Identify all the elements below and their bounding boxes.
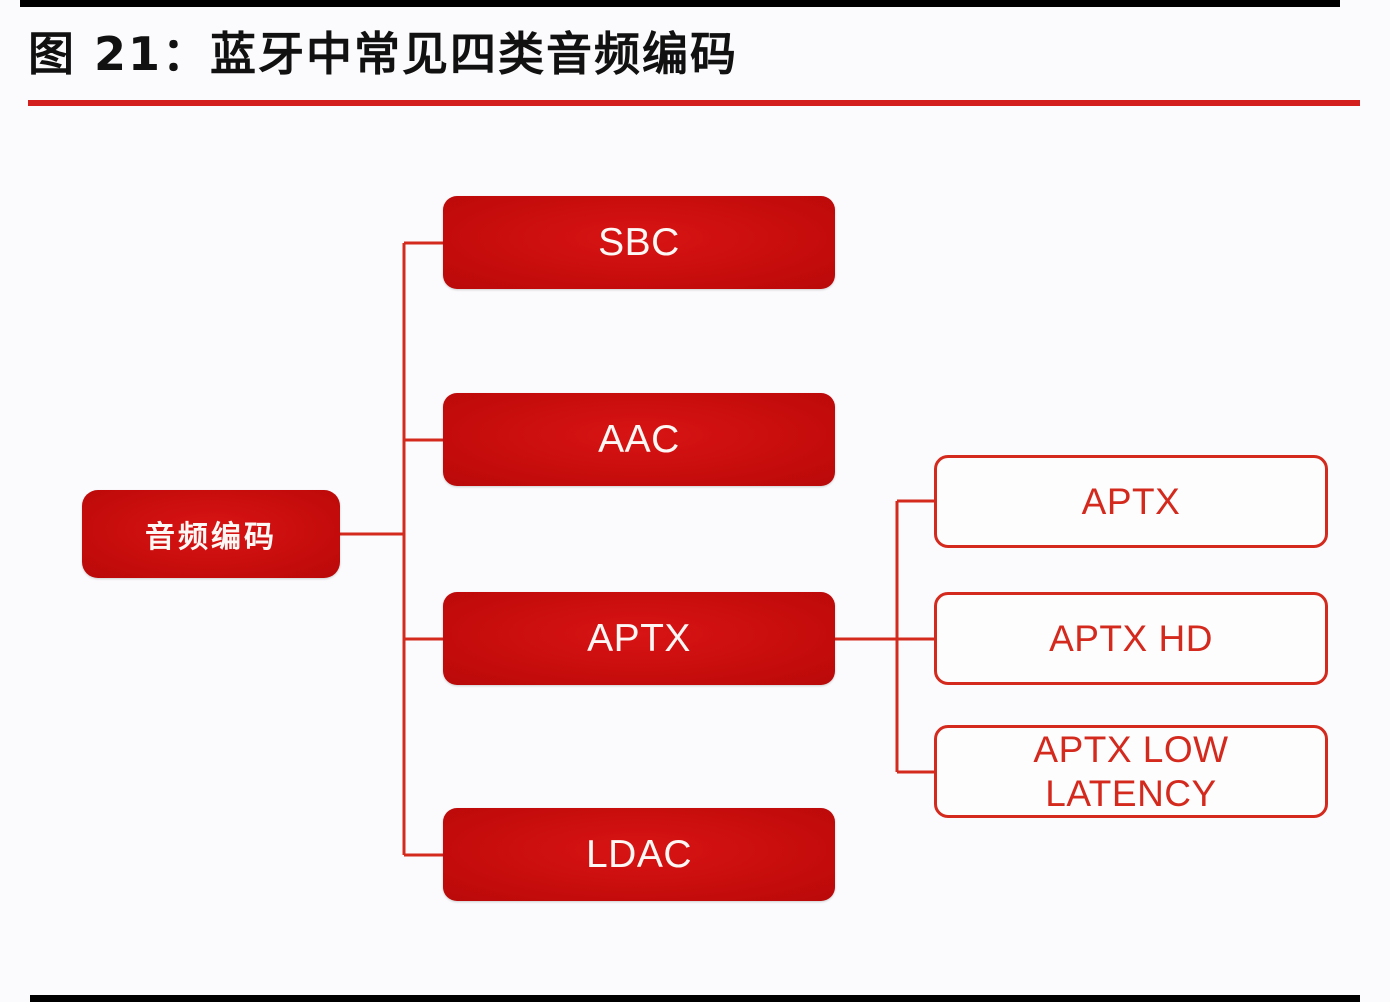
node-aptx[interactable]: APTX bbox=[443, 592, 835, 685]
bottom-border-rule bbox=[30, 995, 1360, 1002]
node-aptx-hd-label: APTX HD bbox=[1049, 617, 1213, 659]
node-aptx-low-latency-label: APTX LOW LATENCY bbox=[1033, 728, 1229, 814]
node-aac[interactable]: AAC bbox=[443, 393, 835, 486]
node-audio-encoding[interactable]: 音频编码 bbox=[82, 490, 340, 578]
node-aptx-plain[interactable]: APTX bbox=[934, 455, 1328, 548]
node-aac-label: AAC bbox=[598, 417, 680, 461]
figure-title: 图 21：蓝牙中常见四类音频编码 bbox=[28, 27, 739, 81]
node-sbc[interactable]: SBC bbox=[443, 196, 835, 289]
node-aptx-label: APTX bbox=[587, 616, 691, 660]
title-underline-rule bbox=[28, 100, 1360, 106]
top-border-rule bbox=[20, 0, 1340, 7]
node-aptx-hd[interactable]: APTX HD bbox=[934, 592, 1328, 685]
node-aptx-plain-label: APTX bbox=[1081, 480, 1181, 522]
node-aptx-low-latency[interactable]: APTX LOW LATENCY bbox=[934, 725, 1328, 818]
node-ldac[interactable]: LDAC bbox=[443, 808, 835, 901]
node-ldac-label: LDAC bbox=[585, 832, 693, 876]
node-audio-encoding-label: 音频编码 bbox=[145, 520, 277, 555]
node-sbc-label: SBC bbox=[598, 220, 680, 264]
